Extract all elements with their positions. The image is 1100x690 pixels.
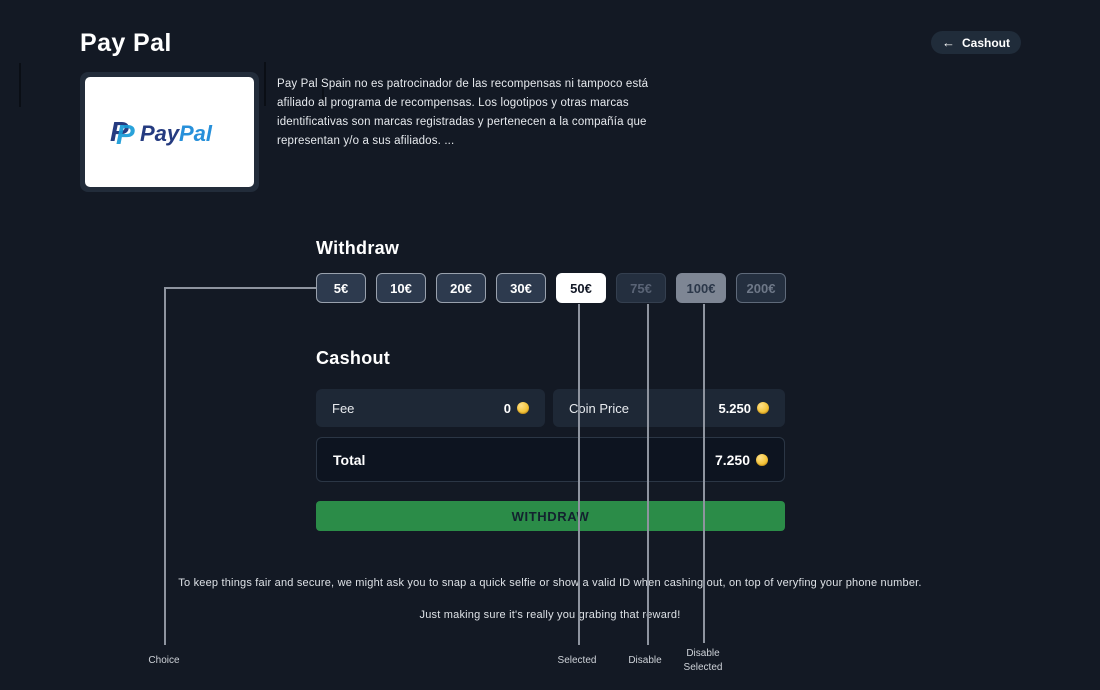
svg-text:Pal: Pal [179,121,213,146]
total-label: Total [333,451,366,468]
annotation-line-choice-vertical [164,287,166,645]
paypal-logo-icon: P P Pay Pal [110,116,213,149]
amount-option-20€[interactable]: 20€ [436,273,486,303]
cashout-heading: Cashout [316,348,391,368]
footer-note-line1: To keep things fair and secure, we might… [178,577,922,589]
annotation-line-selected [578,304,580,645]
withdraw-button[interactable]: WITHDRAW [316,501,785,531]
total-card: Total 7.250 [316,437,785,482]
svg-text:P: P [110,116,129,147]
annotation-line-disable-selected [703,304,705,643]
back-arrow-icon: ← [942,35,955,50]
annotation-label-disable: Disable [628,655,662,666]
coin-price-card: Coin Price 5.250 [553,389,785,427]
svg-text:P: P [116,119,135,149]
amount-option-100€: 100€ [676,273,726,303]
fee-coin-row: Fee 0 Coin Price 5.250 [316,389,786,427]
page-title: Pay Pal [80,29,172,57]
amount-option-200€: 200€ [736,273,786,303]
annotation-line-disable [647,304,649,645]
fee-value: 0 [503,400,511,416]
fee-label: Fee [332,400,355,416]
amount-option-10€[interactable]: 10€ [376,273,426,303]
amount-option-5€[interactable]: 5€ [316,273,366,303]
annotation-line-choice-horizontal [164,287,316,289]
disclaimer-text: Pay Pal Spain no es patrocinador de las … [277,78,649,147]
amount-option-50€[interactable]: 50€ [556,273,606,303]
annotation-label-choice: Choice [148,655,180,666]
withdraw-options: 5€ 10€ 20€ 30€ 50€ 75€ 100€ 200€ [316,273,786,303]
amount-option-75€: 75€ [616,273,666,303]
footer-note-line2: Just making sure it's really you grabing… [419,609,681,621]
coin-icon [756,453,768,466]
cashout-back-label: Cashout [962,35,1010,50]
coin-price-label: Coin Price [569,400,629,416]
paypal-logo-card: P P Pay Pal [80,72,259,192]
decorative-line-mid [264,62,266,106]
total-value: 7.250 [714,451,750,468]
amount-option-30€[interactable]: 30€ [496,273,546,303]
withdraw-heading: Withdraw [316,238,400,258]
annotation-label-selected: Selected [557,655,597,666]
coin-price-value: 5.250 [718,400,751,416]
annotation-label-disable-selected: Disable Selected [683,648,723,673]
coin-icon [757,402,769,414]
cashout-back-button[interactable]: ← Cashout [931,31,1021,54]
decorative-line-mid2 [322,78,324,108]
svg-text:Pay: Pay [140,121,181,146]
decorative-line-left [19,63,21,107]
fee-card: Fee 0 [316,389,545,427]
coin-icon [517,402,529,414]
